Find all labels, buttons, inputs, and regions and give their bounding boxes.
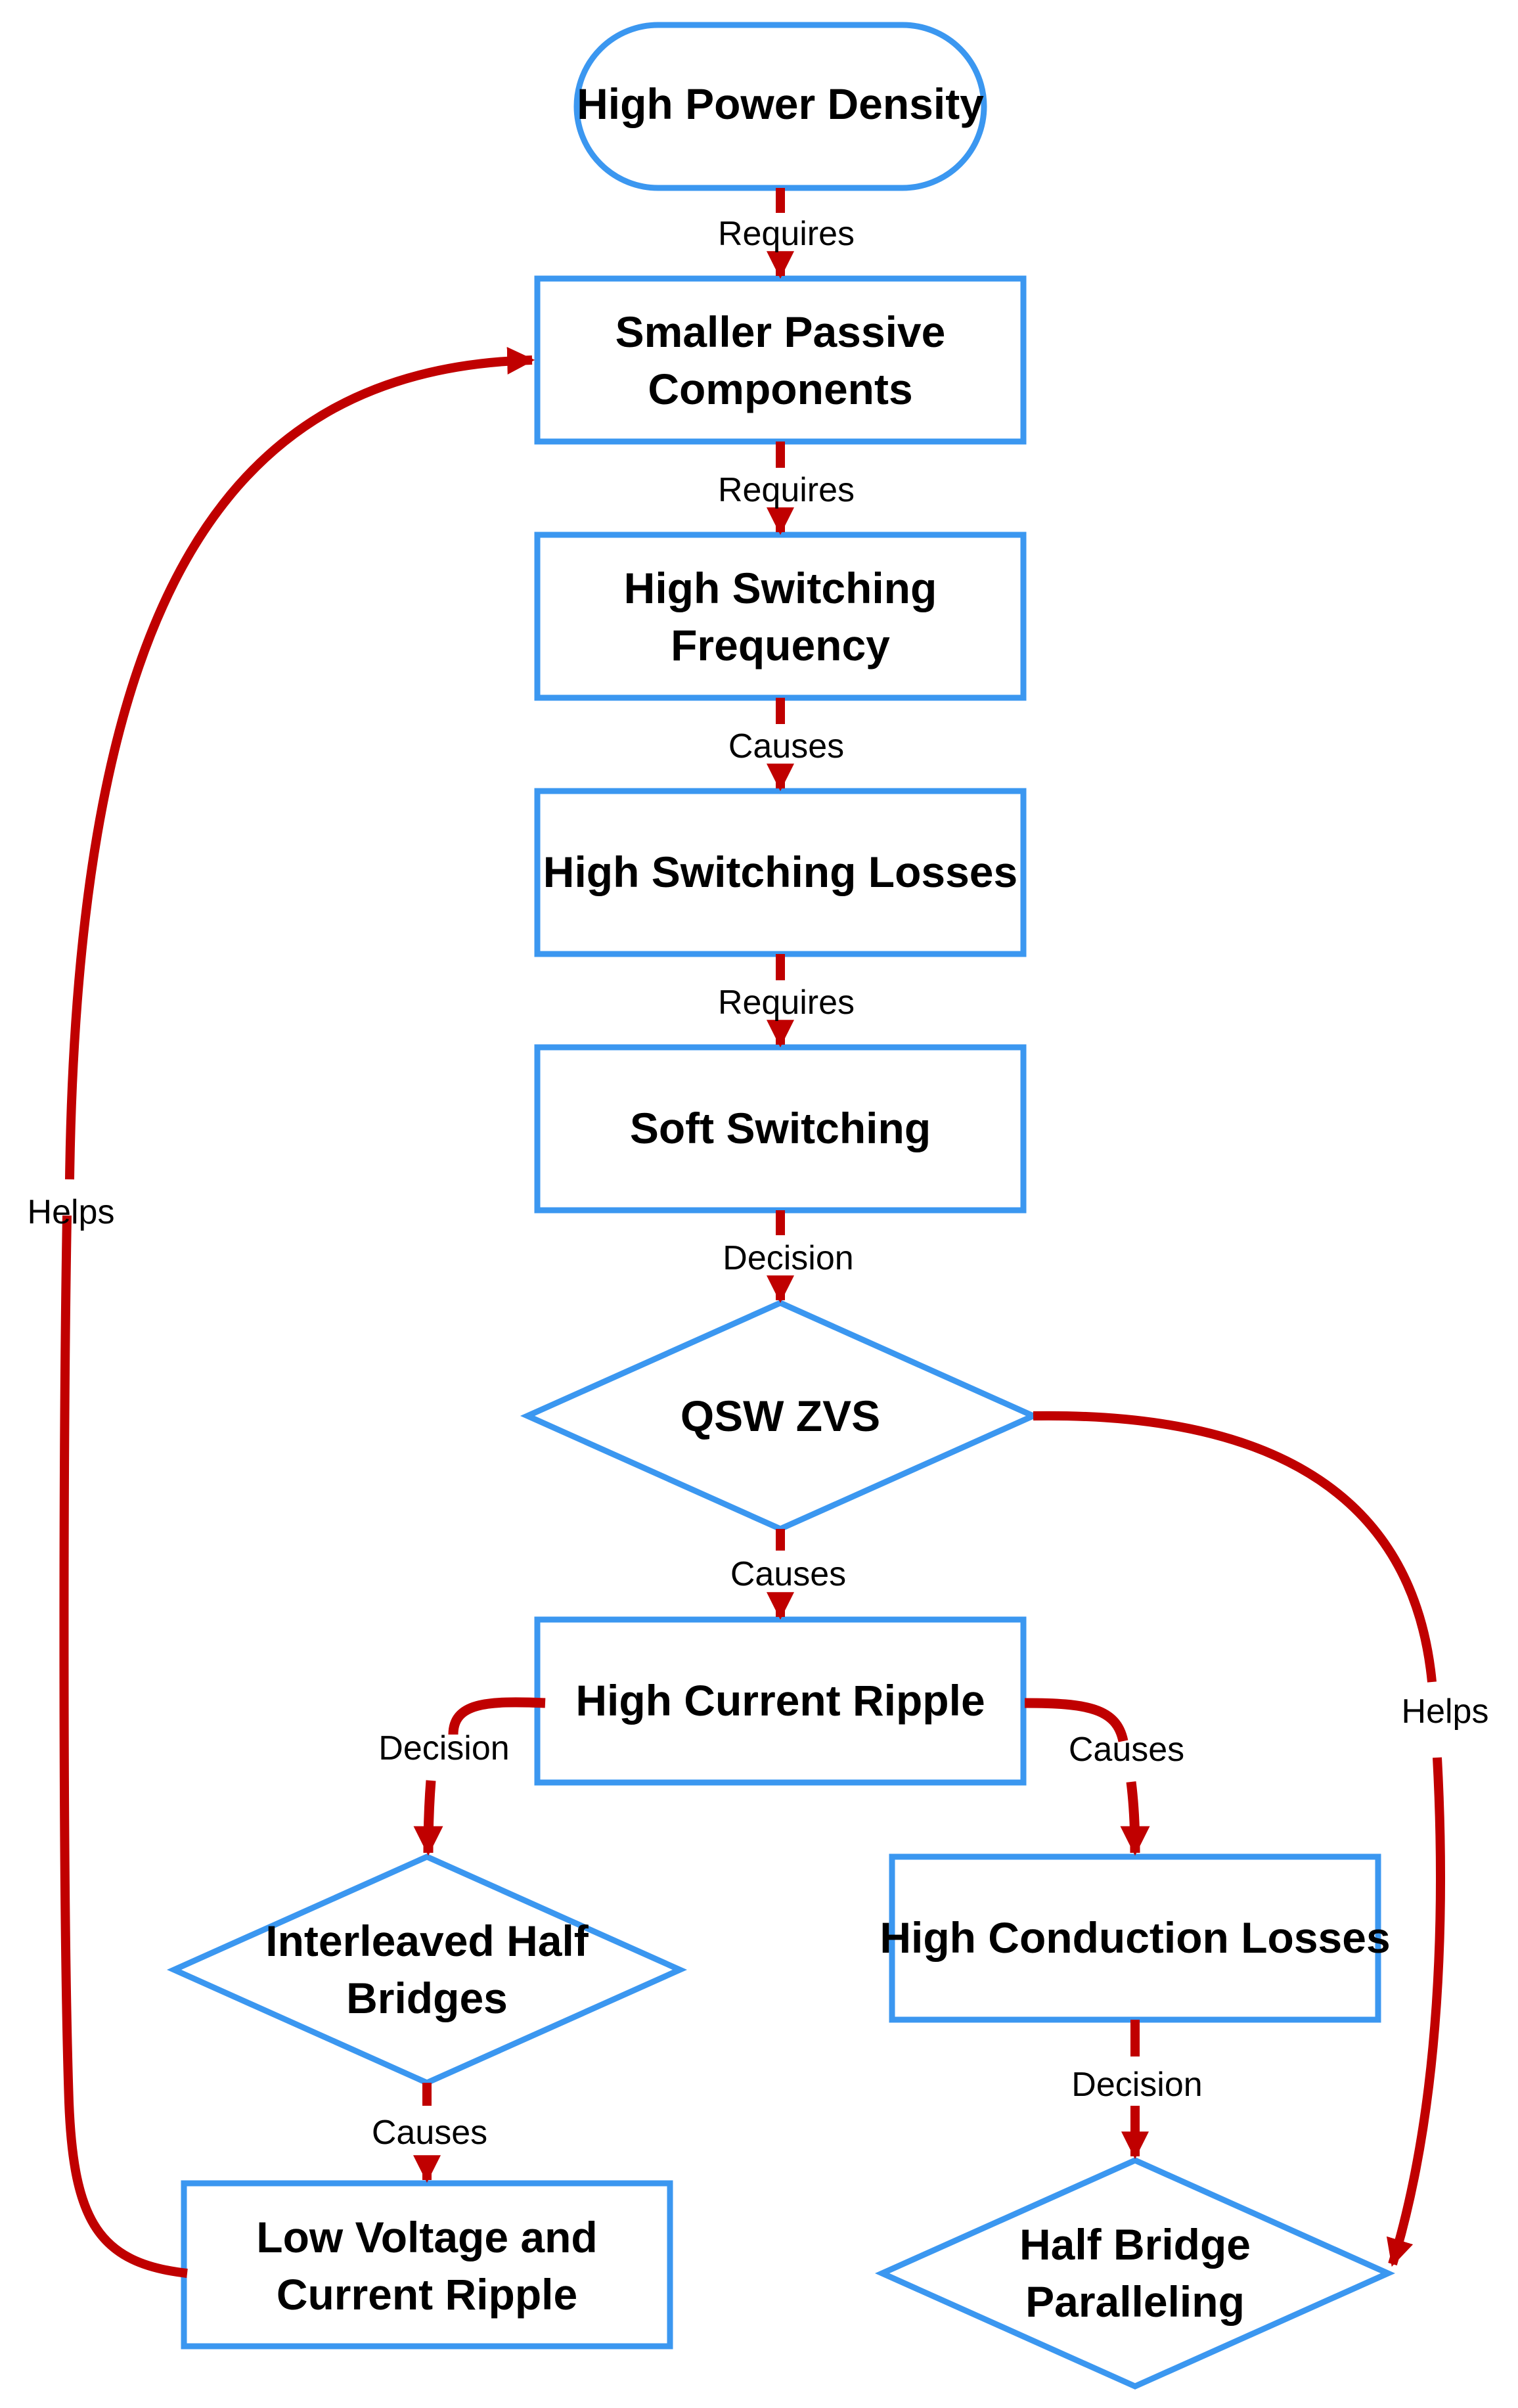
node-label: High Switching Losses: [543, 848, 1017, 896]
edge-label: Requires: [718, 471, 855, 509]
node-interleaved-half-bridges: Interleaved Half Bridges: [166, 1853, 688, 2086]
edge-line: [448, 1697, 546, 1735]
edge-label: Decision: [723, 1239, 853, 1277]
edge-interleaved-to-low-voltage: Causes: [372, 2083, 487, 2183]
node-qsw-zvs: QSW ZVS: [520, 1300, 1041, 1532]
node-label: High Power Density: [577, 80, 984, 128]
edge-label: Helps: [28, 1193, 115, 1231]
edge-power-to-passive: Requires: [718, 188, 855, 279]
node-label: Interleaved Half: [265, 1917, 589, 1965]
node-label: Components: [648, 365, 912, 413]
node-label: Half Bridge: [1019, 2220, 1251, 2269]
edge-label: Requires: [718, 984, 855, 1022]
edge-label: Causes: [730, 1555, 846, 1593]
edge-label: Causes: [1069, 1731, 1184, 1769]
node-label: QSW ZVS: [681, 1392, 880, 1440]
edge-frequency-to-switching-losses: Causes: [728, 698, 844, 792]
edge-current-ripple-to-conduction-losses: Causes: [1024, 1698, 1184, 1856]
edge-qsw-zvs-helps-paralleling: Helps: [1033, 1411, 1489, 2267]
edge-qsw-zvs-to-current-ripple: Causes: [730, 1529, 846, 1620]
edge-line: [59, 1215, 188, 2278]
node-label: Bridges: [346, 1974, 508, 2022]
edge-label: Requires: [718, 215, 855, 253]
node-soft-switching: Soft Switching: [534, 1044, 1027, 1214]
edge-line: [413, 1780, 443, 1856]
node-label: High Conduction Losses: [880, 1913, 1390, 1962]
edge-current-ripple-to-interleaved: Decision: [378, 1697, 546, 1856]
edge-low-voltage-helps-passive: Helps: [28, 347, 535, 2278]
node-label: High Switching: [624, 564, 937, 612]
edge-line: [1120, 1781, 1150, 1856]
edge-line: [1386, 1757, 1445, 2267]
node-low-voltage-current-ripple: Low Voltage and Current Ripple: [181, 2180, 673, 2350]
node-label: Soft Switching: [630, 1104, 931, 1152]
node-label: High Current Ripple: [575, 1676, 985, 1725]
node-smaller-passive-components: Smaller Passive Components: [534, 275, 1027, 445]
node-high-current-ripple: High Current Ripple: [534, 1616, 1027, 1786]
edge-passive-to-frequency: Requires: [718, 442, 855, 535]
node-label: Low Voltage and: [256, 2213, 597, 2261]
node-high-switching-losses: High Switching Losses: [534, 788, 1027, 957]
edge-switching-losses-to-soft-switching: Requires: [718, 954, 855, 1048]
edge-label: Decision: [1071, 2066, 1202, 2104]
edge-label: Helps: [1402, 1692, 1489, 1731]
node-label: Current Ripple: [277, 2270, 577, 2319]
node-high-conduction-losses: High Conduction Losses: [880, 1853, 1391, 2023]
edge-conduction-losses-to-paralleling: Decision: [1071, 2020, 1203, 2160]
node-label: Frequency: [671, 621, 890, 670]
edge-label: Causes: [372, 2114, 487, 2152]
node-half-bridge-paralleling: Half Bridge Paralleling: [874, 2157, 1396, 2390]
node-high-switching-frequency: High Switching Frequency: [534, 532, 1027, 701]
node-label: Smaller Passive: [615, 307, 946, 356]
edge-label: Causes: [728, 727, 844, 765]
edge-line: [65, 347, 535, 1180]
edge-label: Decision: [378, 1729, 509, 1767]
node-high-power-density: High Power Density: [573, 22, 987, 191]
edge-soft-switching-to-qsw-zvs: Decision: [723, 1210, 854, 1304]
edge-line: [1024, 1698, 1128, 1742]
node-label: Paralleling: [1025, 2277, 1245, 2326]
edge-line: [1033, 1411, 1437, 1683]
